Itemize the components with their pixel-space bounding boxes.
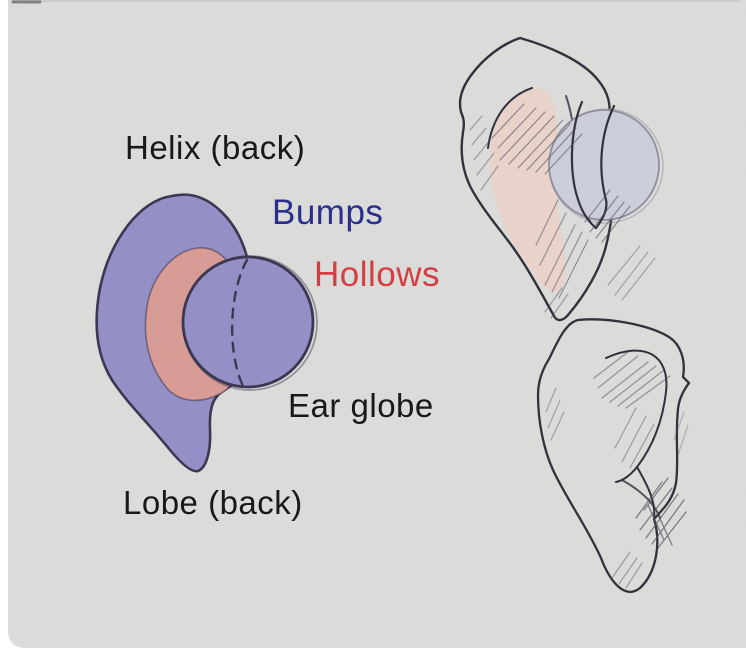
paper-grain-texture bbox=[8, 0, 746, 648]
